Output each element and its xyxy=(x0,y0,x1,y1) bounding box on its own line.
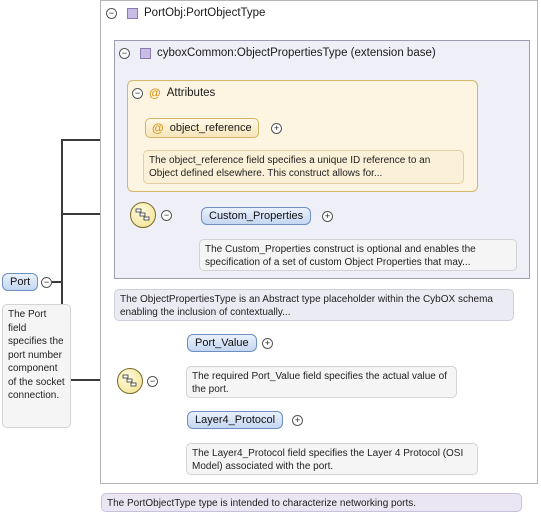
sequence-icon xyxy=(117,368,143,394)
layer4-protocol-doc: The Layer4_Protocol field specifies the … xyxy=(186,443,478,475)
custom-properties-element[interactable]: Custom_Properties xyxy=(201,207,312,225)
object-reference-label: object_reference xyxy=(169,122,252,134)
sequence-glyph xyxy=(122,374,137,387)
port-value-doc: The required Port_Value field specifies … xyxy=(186,366,457,398)
collapse-icon[interactable]: − xyxy=(147,376,158,387)
complex-type-icon xyxy=(140,47,151,59)
port-object-type-header: − PortObj:PortObjectType xyxy=(106,7,265,19)
collapse-icon[interactable]: − xyxy=(161,210,172,221)
object-reference-attribute[interactable]: @ object_reference xyxy=(145,118,259,138)
attribute-icon: @ xyxy=(149,86,161,100)
expand-icon[interactable]: + xyxy=(262,338,273,349)
sequence-icon xyxy=(130,202,156,228)
custom-properties-doc: The Custom_Properties construct is optio… xyxy=(199,239,517,271)
expand-icon[interactable]: + xyxy=(292,415,303,426)
collapse-icon[interactable]: − xyxy=(132,87,143,99)
extension-base-header: − cyboxCommon:ObjectPropertiesType (exte… xyxy=(119,47,436,59)
collapse-icon[interactable]: − xyxy=(106,7,117,19)
port-object-type-doc: The PortObjectType type is intended to c… xyxy=(101,493,522,512)
port-doc: The Port field specifies the port number… xyxy=(2,304,71,428)
attributes-title: Attributes xyxy=(166,87,216,99)
expand-icon[interactable]: + xyxy=(271,123,282,134)
extension-base-title: cyboxCommon:ObjectPropertiesType (extens… xyxy=(157,47,436,59)
complex-type-icon xyxy=(127,7,138,19)
port-element[interactable]: Port xyxy=(2,273,39,291)
layer4-protocol-element[interactable]: Layer4_Protocol xyxy=(187,411,284,429)
expand-icon[interactable]: + xyxy=(322,211,333,222)
object-reference-doc: The object_reference field specifies a u… xyxy=(143,150,464,184)
sequence-glyph xyxy=(135,208,150,221)
collapse-icon[interactable]: − xyxy=(41,277,52,288)
port-object-type-title: PortObj:PortObjectType xyxy=(144,7,266,19)
extension-base-doc: The ObjectPropertiesType is an Abstract … xyxy=(114,289,514,321)
attributes-header: − @ Attributes xyxy=(132,86,215,100)
port-value-element[interactable]: Port_Value xyxy=(187,334,257,352)
collapse-icon[interactable]: − xyxy=(119,47,130,59)
attribute-icon: @ xyxy=(152,121,164,135)
